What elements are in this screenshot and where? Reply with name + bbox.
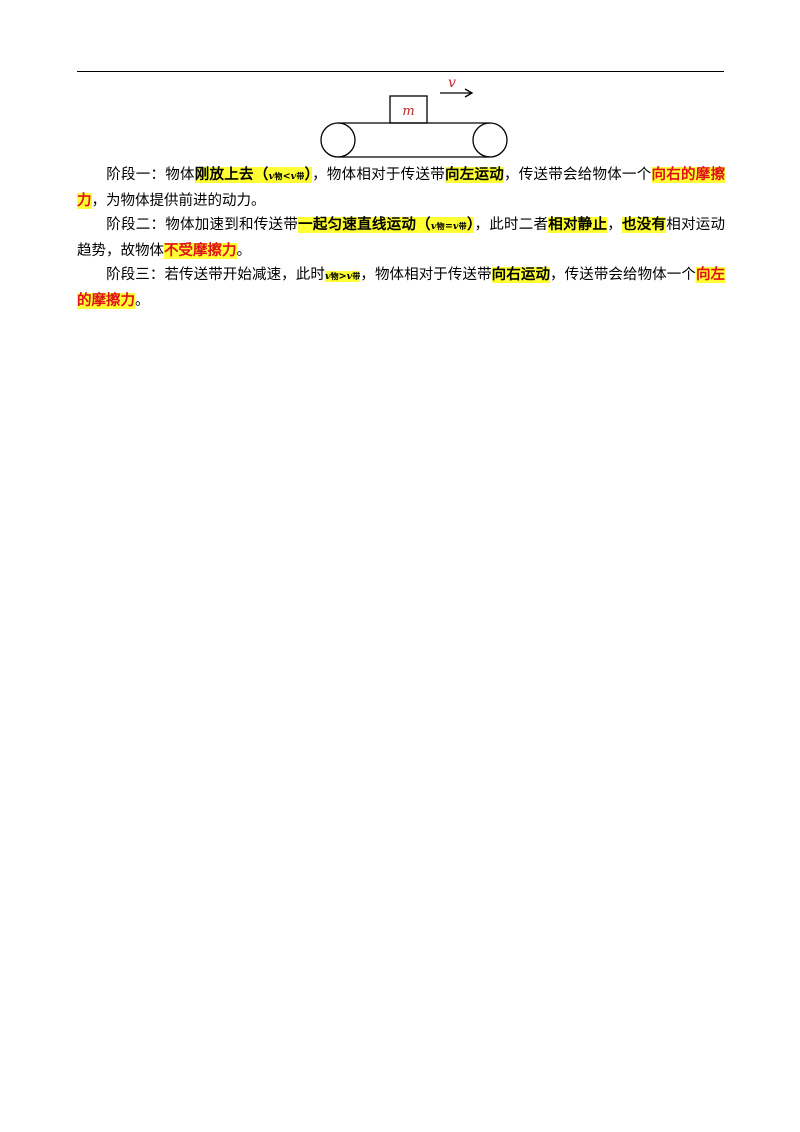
highlight-velocity-compare: v物>v带: [324, 271, 361, 282]
highlight-move-right: 向右运动: [491, 267, 551, 283]
highlight-no-friction: 不受摩擦力: [164, 243, 237, 259]
header-rule: [77, 71, 724, 72]
paragraph-stage-one: 阶段一：物体刚放上去（v物<v带），物体相对于传送带向左运动，传送带会给物体一个…: [77, 167, 726, 209]
highlight-move-left: 向左运动: [444, 167, 504, 183]
arrow-head: [464, 88, 474, 98]
mass-block: [389, 95, 428, 124]
paragraph-stage-three: 阶段三：若传送带开始减速，此时v物>v带，物体相对于传送带向右运动，传送带会给物…: [77, 267, 726, 309]
highlight-uniform-motion: 一起匀速直线运动（v物=v带）: [298, 217, 475, 233]
velocity-label: v: [448, 75, 456, 91]
highlight-also-no: 也没有: [622, 217, 667, 233]
left-pulley: [320, 122, 356, 158]
conveyor-belt-diagram: m v: [320, 75, 508, 158]
paragraph-stage-two: 阶段二：物体加速到和传送带一起匀速直线运动（v物=v带），此时二者相对静止，也没…: [77, 217, 726, 259]
right-pulley: [472, 122, 508, 158]
highlight-relative-rest: 相对静止: [548, 217, 608, 233]
highlight-just-placed: 刚放上去（v物<v带）: [194, 167, 313, 183]
mass-label: m: [402, 104, 414, 119]
